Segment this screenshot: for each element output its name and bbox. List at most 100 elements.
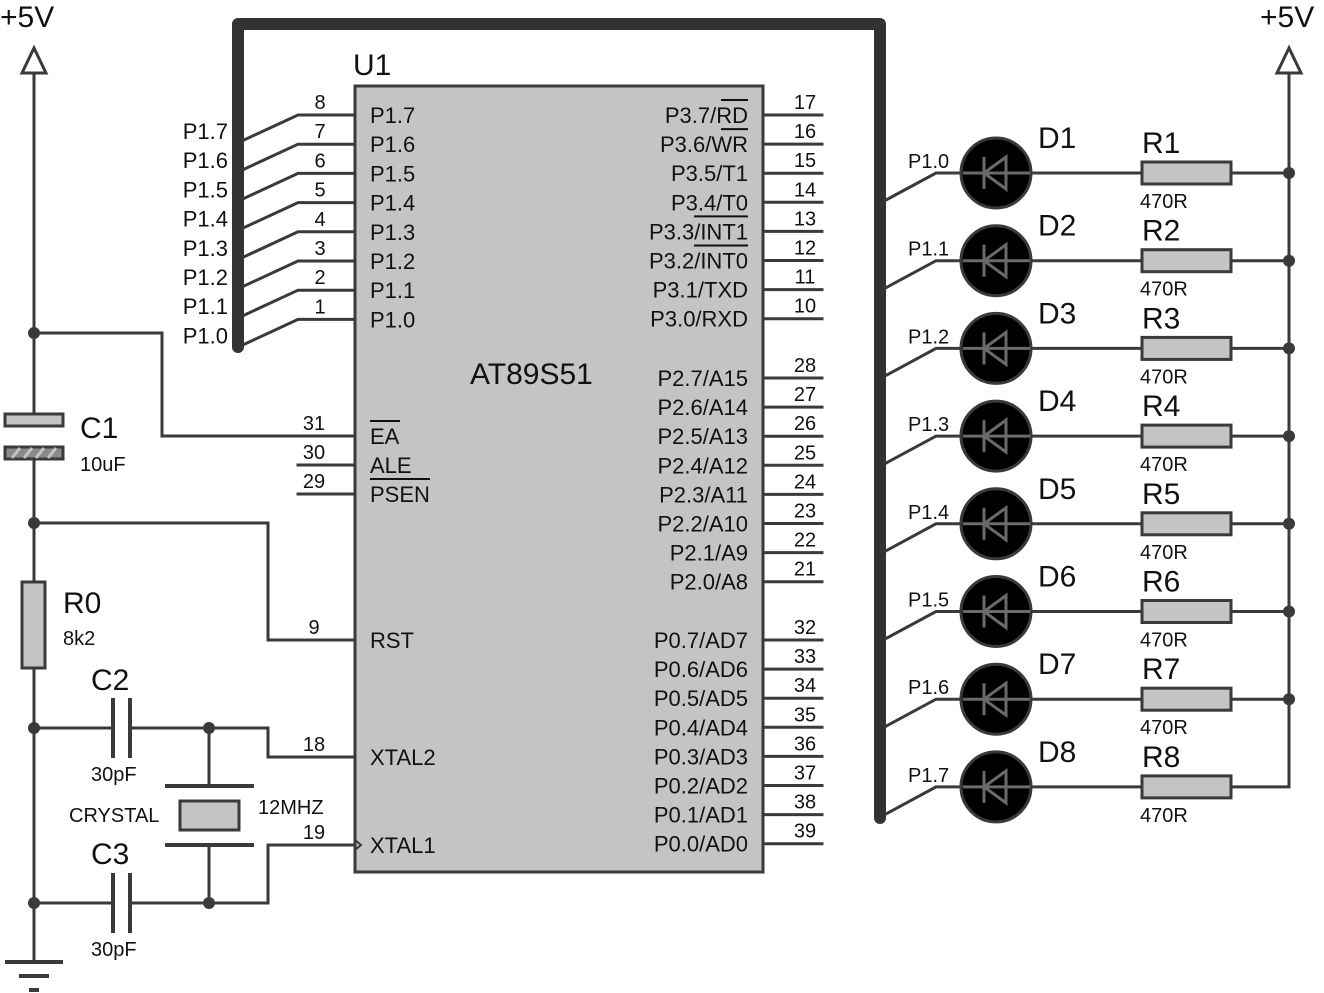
led-ref: D2	[1038, 210, 1076, 243]
ground-icon	[5, 960, 63, 992]
led-row	[883, 575, 1295, 648]
pin-number: 14	[794, 179, 816, 201]
pin-label: P1.0	[370, 307, 415, 332]
junction	[1283, 342, 1295, 355]
pin-number: 35	[794, 704, 816, 726]
pin-label: P0.4/AD4	[654, 715, 748, 740]
resistor-R7[interactable]	[1140, 686, 1233, 712]
junction	[1283, 254, 1295, 267]
pin-number: 1	[314, 296, 325, 318]
resistor-R1[interactable]	[1140, 160, 1233, 186]
led-net-label: P1.5	[908, 590, 949, 612]
power-arrow-left-icon	[19, 44, 49, 75]
pin-label-signal: RD	[716, 103, 748, 128]
pin-number: 30	[303, 442, 325, 464]
resistor-R3[interactable]	[1140, 335, 1233, 361]
pin-label: P2.2/A10	[657, 512, 748, 537]
pin-label-prefix: P3.0/	[650, 307, 702, 332]
pin-wire-P1.4	[242, 201, 357, 230]
resistor-ref: R1	[1142, 127, 1180, 160]
resistor-ref: R3	[1142, 302, 1180, 335]
pin-number: 37	[794, 763, 816, 785]
pin-number: 24	[794, 471, 816, 493]
pin-label: P3.7/RD	[665, 103, 748, 128]
resistor-R6[interactable]	[1140, 599, 1233, 624]
pin-label: P0.0/AD0	[654, 832, 748, 857]
pin-label: P3.0/RXD	[650, 307, 748, 332]
crystal-ref: CRYSTAL	[69, 805, 159, 827]
pin-label: P2.1/A9	[670, 541, 748, 566]
c2-value: 30pF	[91, 764, 137, 786]
led-ref: D5	[1038, 473, 1076, 506]
pin-label-prefix: P3.1/	[653, 278, 705, 303]
pin-number: 15	[794, 150, 816, 172]
pin-number: 18	[303, 734, 325, 756]
resistor-value: 470R	[1140, 717, 1188, 739]
resistor-ref: R5	[1142, 478, 1180, 511]
pin-number: 12	[794, 238, 816, 260]
pin-number: 19	[303, 822, 325, 844]
led-ref: D6	[1038, 561, 1076, 594]
pin-label: P3.2/INT0	[649, 249, 748, 274]
pin-label-prefix: P3.6/	[660, 132, 712, 157]
power-label-right: +5V	[1260, 1, 1314, 34]
crystal-value: 12MHZ	[258, 797, 324, 819]
pin-label: P1.1	[370, 278, 415, 303]
pin-label: P0.1/AD1	[654, 803, 748, 828]
bus-net-label: P1.0	[183, 323, 228, 348]
pin-wire-P1.7	[242, 113, 357, 142]
pin-number: 17	[794, 92, 816, 114]
resistor-R8[interactable]	[1140, 774, 1233, 800]
pin-label: P0.3/AD3	[654, 744, 748, 769]
pin-number: 34	[794, 675, 816, 697]
pin-label: PSEN	[370, 482, 430, 507]
led-ref: D1	[1038, 122, 1076, 155]
led-ref: D4	[1038, 385, 1076, 418]
pin-number: 7	[314, 121, 325, 143]
resistor-ref: R2	[1142, 215, 1180, 248]
led-row	[883, 662, 1295, 736]
diode-icon	[981, 154, 1008, 192]
pin-label: P1.7	[370, 103, 415, 128]
bus-net-label: P1.7	[183, 119, 228, 144]
resistor-R5[interactable]	[1140, 511, 1233, 537]
power-arrow-right-icon	[1274, 44, 1304, 75]
pin-number: 22	[794, 530, 816, 552]
resistor-ref: R6	[1142, 566, 1180, 599]
c2-ref: C2	[91, 664, 129, 697]
pin-label: P1.5	[370, 161, 415, 186]
capacitor-c1[interactable]	[3, 412, 65, 461]
led-row	[883, 750, 1291, 824]
c3-value: 30pF	[91, 939, 137, 961]
pin-label: P0.7/AD7	[654, 628, 748, 653]
pin-label: P0.5/AD5	[654, 686, 748, 711]
bus-net-label: P1.3	[183, 236, 228, 261]
led-row	[883, 399, 1295, 473]
led-ref: D8	[1038, 736, 1076, 769]
c1-value: 10uF	[80, 454, 126, 476]
capacitor-c3[interactable]	[111, 873, 132, 933]
resistor-r0[interactable]	[20, 580, 47, 670]
pin-number: 28	[794, 355, 816, 377]
pin-label: P2.6/A14	[657, 395, 748, 420]
pin-wire-P1.0	[242, 317, 357, 347]
pin-label-signal: TXD	[704, 278, 748, 303]
pin-wire-P1.1	[242, 288, 357, 318]
pin-label: P2.3/A11	[659, 482, 748, 507]
resistor-value: 470R	[1140, 366, 1188, 388]
pin-label: RST	[370, 628, 414, 653]
crystal-x1[interactable]	[165, 784, 254, 847]
resistor-R2[interactable]	[1140, 248, 1233, 274]
resistor-ref: R8	[1142, 741, 1180, 774]
resistor-R4[interactable]	[1140, 423, 1233, 449]
pin-label: P3.5/T1	[671, 161, 748, 186]
diode-icon	[981, 417, 1008, 456]
bus-net-label: P1.5	[183, 177, 228, 202]
clock-pin-icon	[354, 839, 363, 851]
pin-number: 10	[794, 296, 816, 318]
pin-label: P0.2/AD2	[654, 774, 748, 799]
capacitor-c2[interactable]	[111, 698, 132, 758]
pin-label: P2.7/A15	[657, 366, 748, 391]
pin-label: P1.4	[370, 191, 415, 216]
